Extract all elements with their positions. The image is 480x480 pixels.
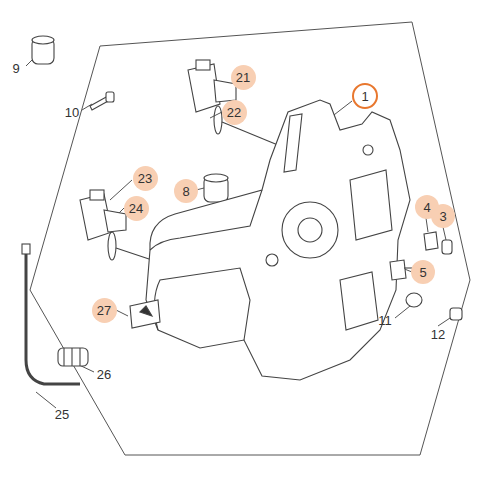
callout-circle: 27 [92, 298, 117, 323]
callout-number: 1 [361, 90, 368, 103]
callout-number: 12 [431, 328, 445, 341]
callout-circle: 23 [133, 166, 158, 191]
callout-number: 8 [182, 185, 189, 198]
callout-number: 4 [423, 201, 430, 214]
callout-number: 22 [227, 106, 241, 119]
callout-number: 25 [55, 408, 69, 421]
callout-circle: 21 [231, 65, 256, 90]
callout-number: 21 [236, 71, 250, 84]
kit-outline [30, 22, 470, 455]
callout-number: 5 [419, 266, 426, 279]
callout-number: 10 [65, 106, 79, 119]
crankcase [146, 100, 410, 380]
callout-number: 9 [12, 62, 19, 75]
callout-number: 27 [97, 304, 111, 317]
callout-circle: 5 [411, 260, 435, 284]
callout-number: 26 [97, 368, 111, 381]
callout-circle: 22 [222, 100, 247, 125]
callout-circle: 24 [124, 196, 149, 221]
callout-number: 24 [129, 202, 143, 215]
callout-circle: 1 [352, 83, 378, 109]
callout-number: 11 [378, 314, 392, 327]
callout-number: 23 [138, 172, 152, 185]
callout-circle: 8 [174, 179, 198, 203]
callout-number: 3 [439, 210, 446, 223]
callout-circle: 3 [431, 204, 455, 228]
